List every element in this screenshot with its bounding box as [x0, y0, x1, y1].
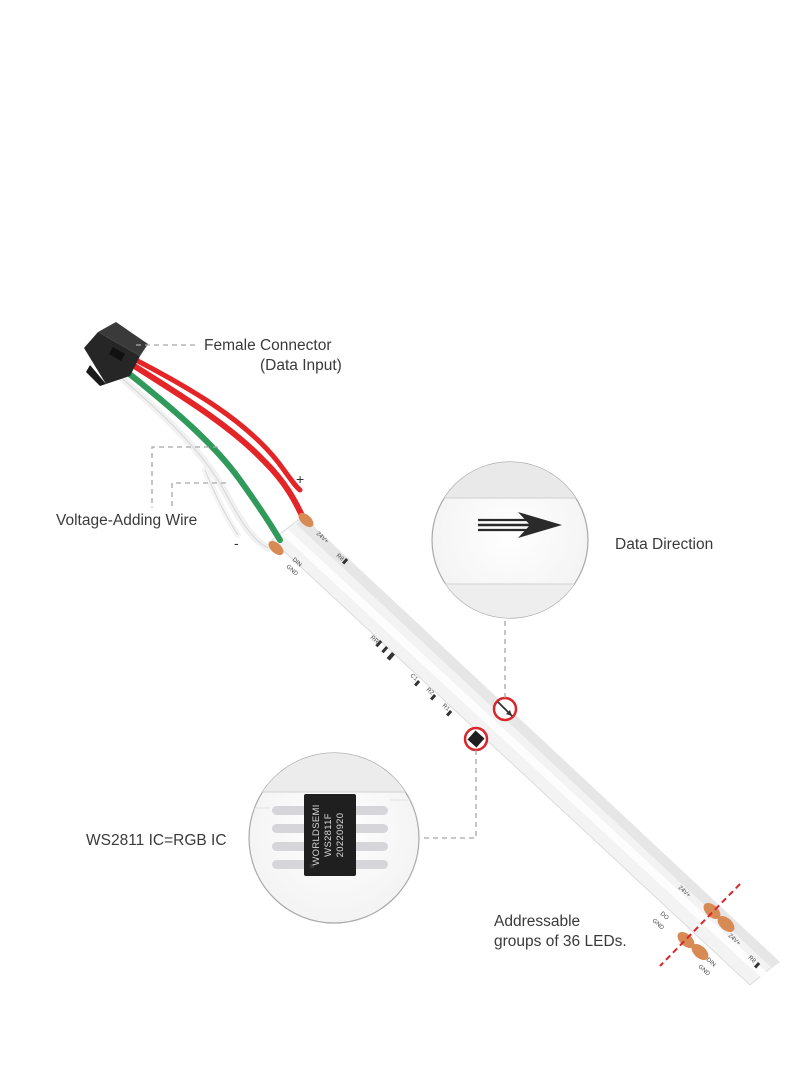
red-wire-1 — [125, 359, 307, 523]
minus-mark: - — [234, 535, 239, 551]
label-female-connector: Female Connector (Data Input) — [204, 336, 342, 376]
pcb-cut-gnd-left: GND — [651, 918, 665, 932]
ic-marker — [463, 726, 489, 752]
wires — [114, 355, 307, 552]
arrow-icon — [478, 512, 562, 538]
label-groups-line2: groups of 36 LEDs. — [494, 933, 627, 950]
pcb-cut-gnd-right: GND — [697, 964, 711, 978]
led-strip — [271, 518, 780, 986]
direction-marker — [492, 696, 518, 722]
pcb-mid-r1: R1 — [441, 703, 451, 713]
mid-components: RR C1 R2 R1 — [369, 635, 453, 717]
pcb-mid-c1: C1 — [409, 673, 419, 683]
zoom-data-direction — [431, 461, 589, 619]
label-data-direction: Data Direction — [615, 536, 714, 553]
pcb-top-r8: R8 — [335, 553, 345, 563]
label-female-connector-line1: Female Connector — [204, 337, 332, 354]
label-ic: WS2811 IC=RGB IC — [86, 832, 227, 849]
chip-text-brand: WORLDSEMI — [311, 804, 322, 865]
pcb-top-din: DIN — [291, 557, 303, 568]
green-wire — [119, 365, 283, 543]
pcb-cut-do: DO — [659, 911, 670, 922]
chip-text-date: 20220920 — [335, 813, 346, 858]
label-groups: Addressable groups of 36 LEDs. — [494, 912, 627, 952]
connector-icon — [84, 322, 148, 386]
leader-voltage-2 — [171, 482, 226, 508]
plus-mark: + — [296, 471, 304, 487]
leader-ic — [420, 750, 477, 839]
red-wire-2 — [129, 355, 303, 493]
pcb-mid-rr: RR — [369, 635, 380, 646]
zoom-ic: WORLDSEMI WS2811F 20220920 — [248, 752, 420, 924]
cut-line-icon — [659, 883, 741, 967]
label-voltage-wire: Voltage-Adding Wire — [56, 512, 198, 529]
label-female-connector-line2: (Data Input) — [260, 357, 342, 374]
leader-lines — [136, 344, 506, 839]
pcb-cut-din: DIN — [705, 957, 717, 968]
leader-voltage-1 — [151, 446, 218, 508]
chip-text-model: WS2811F — [323, 813, 334, 857]
chip-icon: WORLDSEMI WS2811F 20220920 — [272, 794, 388, 876]
pcb-cut-r8: R8 — [747, 955, 757, 965]
pcb-mid-r2: R2 — [425, 687, 435, 697]
label-groups-line1: Addressable — [494, 913, 581, 930]
